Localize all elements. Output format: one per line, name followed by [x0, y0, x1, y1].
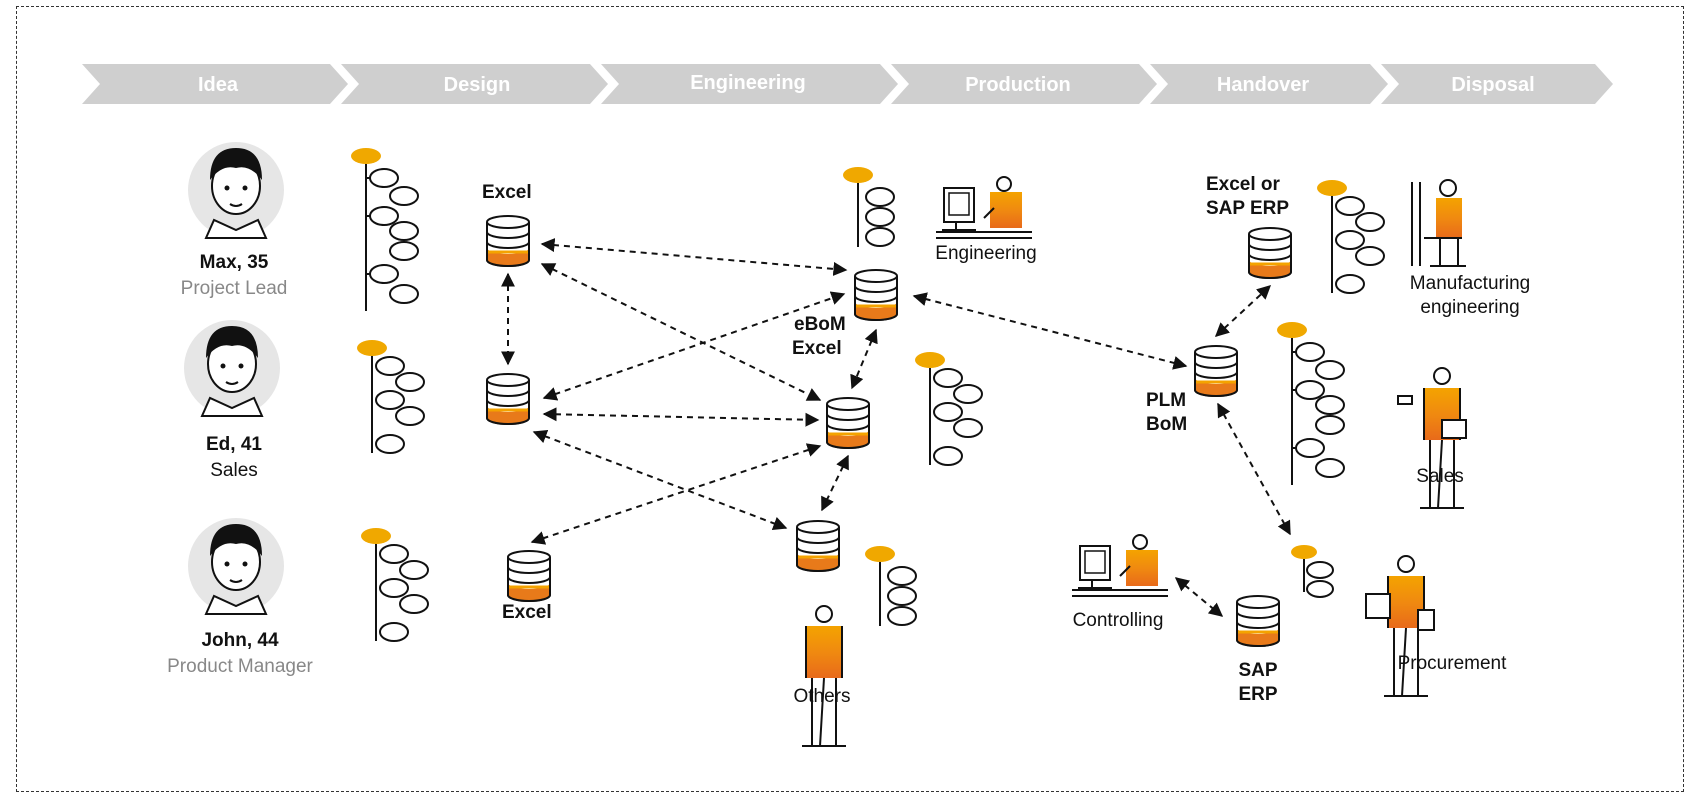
phase-label-design: Design: [444, 74, 511, 96]
label-excel-or: Excel or: [1206, 174, 1281, 195]
persona-john: John, 44 Product Manager: [167, 517, 314, 677]
persona-role: Product Manager: [167, 656, 313, 677]
label-procurement: Procurement: [1398, 653, 1507, 674]
label-engineering: Engineering: [935, 243, 1036, 264]
phase-label-handover: Handover: [1217, 74, 1309, 96]
label-excel-bottom: Excel: [502, 602, 552, 623]
label-manufacturing: Manufacturing: [1410, 273, 1530, 294]
label-sales: Sales: [1416, 466, 1464, 487]
persona-ed: Ed, 41 Sales: [183, 319, 281, 481]
persona-name: Ed, 41: [206, 434, 262, 455]
label-excel-top: Excel: [482, 182, 532, 203]
label-plm-bom: BoM: [1146, 414, 1187, 435]
label-ebom-excel: Excel: [792, 338, 842, 359]
phase-label-production: Production: [965, 74, 1071, 96]
diagram-frame: [16, 6, 1684, 792]
persona-role: Sales: [210, 460, 258, 481]
phase-label-engineering: Engineering: [690, 72, 806, 94]
label-controlling: Controlling: [1073, 610, 1164, 631]
phase-label-disposal: Disposal: [1451, 74, 1534, 96]
persona-max: Max, 35 Project Lead: [181, 141, 288, 299]
persona-role: Project Lead: [181, 278, 288, 299]
label-sap: SAP: [1238, 660, 1277, 681]
label-sap-erp: SAP ERP: [1206, 198, 1289, 219]
label-others: Others: [793, 686, 850, 707]
persona-name: Max, 35: [200, 252, 269, 273]
label-plm: PLM: [1146, 390, 1186, 411]
label-manufacturing-engineering: engineering: [1420, 297, 1519, 318]
label-ebom: eBoM: [794, 314, 846, 335]
persona-name: John, 44: [201, 630, 279, 651]
phase-label-idea: Idea: [198, 74, 239, 96]
label-sap-erp-2: ERP: [1238, 684, 1277, 705]
